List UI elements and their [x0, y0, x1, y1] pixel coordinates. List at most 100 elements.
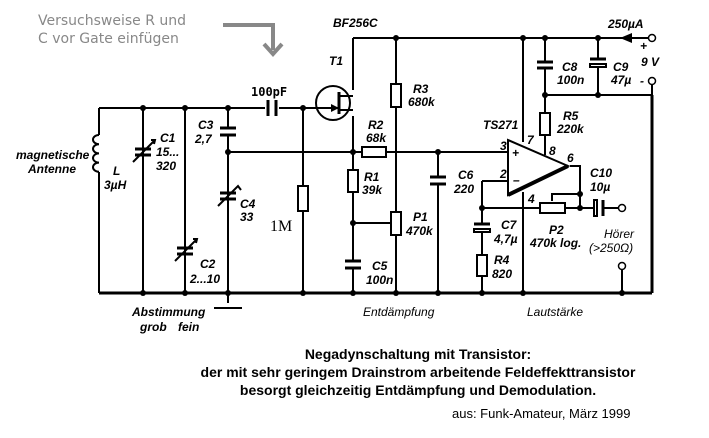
inductor-l: [92, 134, 100, 173]
terminal-plus: [647, 33, 657, 43]
resistor-r5: [539, 112, 551, 136]
c8-value: 100n: [557, 73, 584, 87]
capacitor-c7-neg: [473, 228, 491, 233]
potentiometer-p1: [390, 211, 402, 236]
c10-label: C10: [590, 166, 612, 180]
pin-4: 4: [527, 192, 535, 206]
capacitor-c8: [537, 60, 553, 70]
c3-label: C3: [198, 118, 214, 132]
capacitor-c4: [220, 191, 236, 201]
svg-text:+: +: [512, 146, 519, 160]
variable-arrow-c2: [174, 238, 199, 262]
resistor-r1: [347, 169, 359, 193]
hoerer-value: (>250Ω): [589, 241, 633, 255]
hoerer-label: Hörer: [604, 227, 635, 241]
svg-text:–: –: [513, 173, 520, 187]
terminal-minus: [647, 76, 657, 86]
c10-value: 10µ: [590, 180, 610, 194]
note-arrow: [223, 23, 275, 50]
capacitor-c1: [135, 147, 151, 157]
abstimmung-label: Abstimmung: [131, 305, 206, 319]
capacitor-c10-pos: [593, 199, 598, 217]
resistor-r3: [390, 83, 402, 108]
lautstaerke-label: Lautstärke: [527, 305, 583, 319]
c5-label: C5: [372, 259, 388, 273]
note-line1: Versuchsweise R und: [38, 13, 186, 29]
plus-label: +: [640, 39, 647, 53]
t1-label: T1: [329, 54, 343, 68]
junctions: [140, 35, 625, 296]
capacitor-c6: [430, 175, 446, 186]
caption-line2: der mit sehr geringem Drainstrom arbeite…: [201, 364, 636, 380]
antenna-label-2: Antenne: [27, 162, 76, 176]
c1-value-2: 320: [156, 159, 176, 173]
r5-value: 220k: [556, 122, 585, 136]
resistors: [297, 83, 566, 277]
r2-value: 68k: [366, 131, 387, 145]
c6-label: C6: [458, 168, 474, 182]
source-label: aus: Funk-Amateur, März 1999: [452, 406, 630, 421]
terminal-hoerer-1: [617, 203, 627, 213]
r1-label: R1: [364, 170, 380, 184]
grob-label: grob: [139, 320, 167, 334]
r4-value: 820: [492, 267, 512, 281]
potentiometer-p2: [539, 202, 566, 214]
cg-label: 100pF: [251, 85, 287, 99]
pin-8: 8: [549, 144, 556, 158]
pin-3: 3: [500, 139, 507, 153]
capacitor-c9-neg: [589, 63, 607, 68]
capacitor-100pf: [266, 100, 278, 116]
c9-label: C9: [613, 60, 629, 74]
r3-label: R3: [413, 82, 429, 96]
c1-value-1: 15...: [156, 145, 179, 159]
antenna-label-1: magnetische: [16, 148, 90, 162]
p2-value: 470k log.: [529, 236, 581, 250]
p1-value: 470k: [405, 224, 434, 238]
c7-value: 4,7µ: [493, 232, 518, 246]
r4-label: R4: [494, 253, 510, 267]
variable-arrow-c4: [217, 184, 242, 207]
p2-label: P2: [549, 223, 564, 237]
caption-line3: besorgt gleichzeitig Entdämpfung und Dem…: [240, 382, 596, 398]
t1-type-label: BF256C: [333, 16, 378, 30]
wires: [98, 37, 654, 309]
variable-arrow-c1: [132, 139, 157, 163]
c1-label: C1: [160, 131, 176, 145]
c4-label: C4: [240, 197, 256, 211]
terminal-hoerer-2: [617, 261, 627, 271]
caption-line1: Negadynschaltung mit Transistor:: [305, 346, 531, 362]
c7-label: C7: [501, 218, 518, 232]
capacitor-c2: [177, 246, 193, 256]
l-value: 3µH: [104, 178, 127, 192]
c8-label: C8: [562, 60, 578, 74]
rg-label: 1M: [270, 218, 292, 235]
transistor-t1: [315, 85, 353, 121]
current-label: 250µA: [607, 17, 644, 31]
note-line2: C vor Gate einfügen: [38, 31, 179, 47]
current-arrow-icon: [620, 33, 632, 43]
resistor-r2: [361, 146, 387, 158]
voltage-label: 9 V: [641, 55, 660, 69]
capacitor-c5: [345, 259, 361, 270]
c3-value: 2,7: [194, 132, 213, 146]
opamp-ts271: + –: [507, 138, 571, 197]
pin-7: 7: [527, 133, 535, 147]
capacitor-c3: [220, 126, 236, 137]
r1-value: 39k: [362, 183, 383, 197]
resistor-r4: [476, 254, 488, 277]
c6-value: 220: [453, 182, 474, 196]
minus-label: -: [640, 74, 644, 88]
l-label: L: [113, 164, 120, 178]
arrow-head-icon: [262, 42, 284, 57]
c2-label: C2: [200, 257, 216, 271]
r2-label: R2: [368, 118, 384, 132]
ic-label: TS271: [483, 118, 519, 132]
pin-2: 2: [499, 167, 507, 181]
r5-label: R5: [563, 109, 579, 123]
c2-value: 2...10: [189, 272, 220, 286]
pin-6: 6: [567, 151, 574, 165]
r3-value: 680k: [408, 95, 436, 109]
resistor-1m: [297, 185, 309, 212]
